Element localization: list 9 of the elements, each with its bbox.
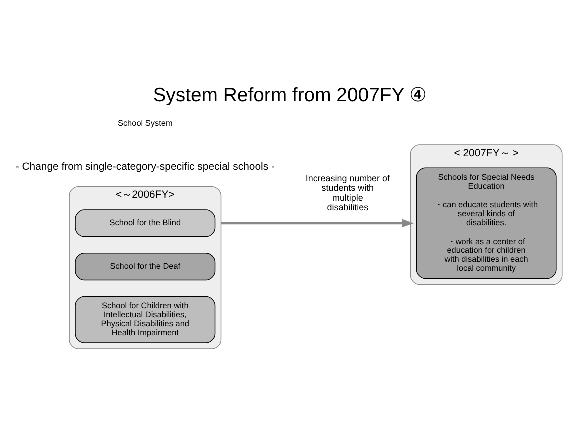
node-box: School for the Blind [75,210,216,238]
label: - Change from single-category-specific special schools - [16,162,275,174]
label: School System [118,119,173,128]
node-box: School for Children with Intellectual Disabilities, Physical Disabilities and Health Impairment [75,296,216,344]
node-box: Schools for Special Needs Education ・can educate students with several kinds of disabilities. ・work as a center of education for children with disabilities in each local community [416,168,557,280]
diagram-title: System Reform from 2007FY ④ [153,84,427,107]
node-box: School for the Deaf [75,253,216,281]
arrow [221,219,414,228]
edge-label: Increasing number of students with multiple disabilities [306,173,390,212]
